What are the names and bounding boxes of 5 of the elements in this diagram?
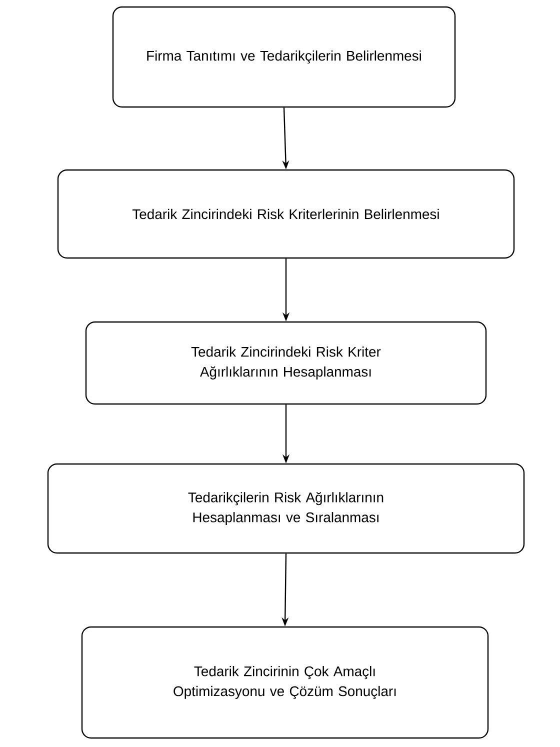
process-box: Tedarik Zincirindeki Risk Kriterlerinin Belirlenmesi — [57, 169, 515, 259]
process-box: Tedarikçilerin Risk Ağırlıklarının Hesaplanması ve Sıralanması — [47, 463, 525, 554]
process-box: Firma Tanıtımı ve Tedarikçilerin Belirlenmesi — [112, 6, 456, 108]
process-box: Tedarik Zincirinin Çok Amaçlı Optimizasyonu ve Çözüm Sonuçları — [81, 626, 489, 739]
process-box: Tedarik Zincirindeki Risk Kriter Ağırlıklarının Hesaplanması — [85, 321, 487, 405]
